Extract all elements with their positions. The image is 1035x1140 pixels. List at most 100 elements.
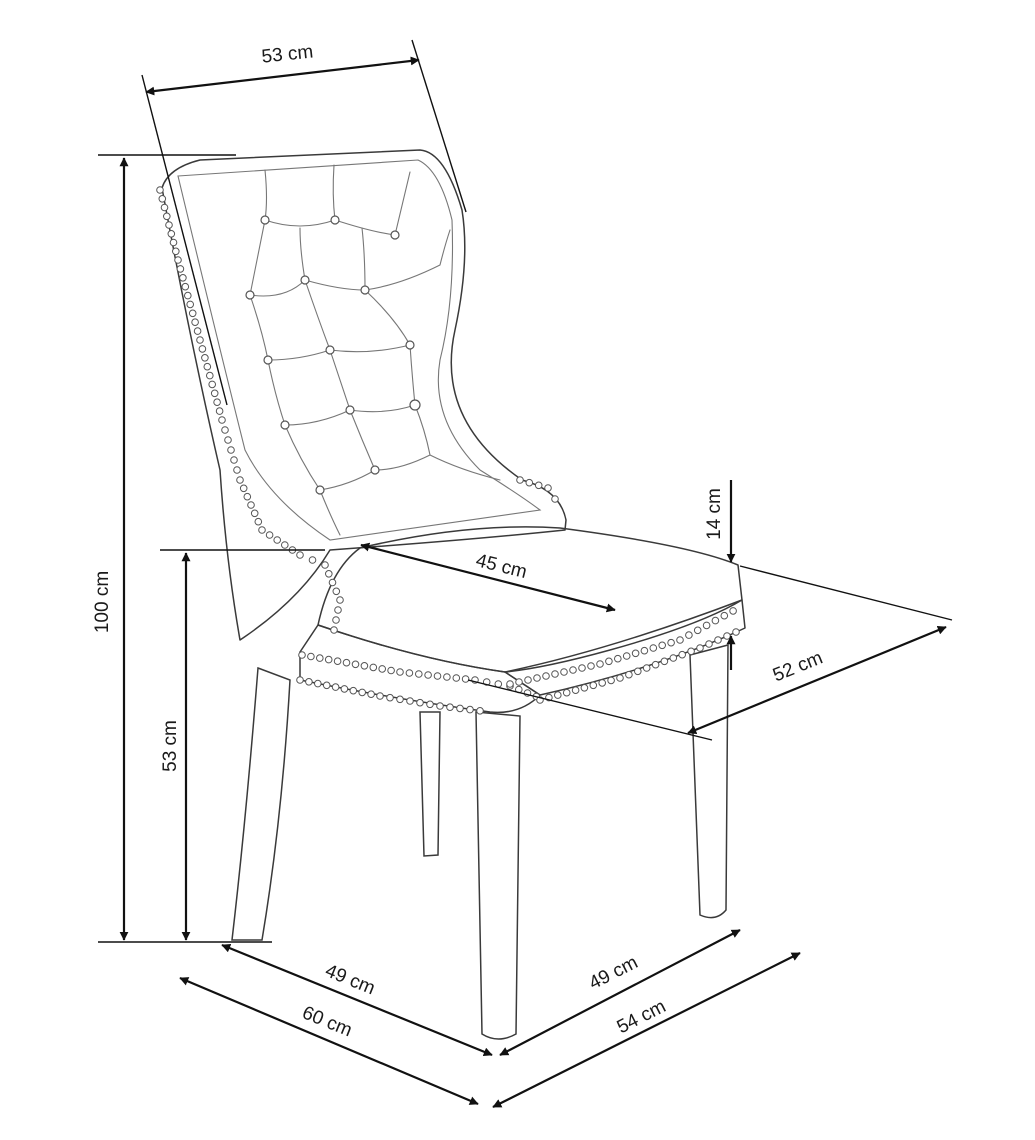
nailhead-stud bbox=[642, 664, 651, 672]
nailhead-stud bbox=[466, 705, 474, 714]
nailhead-stud bbox=[160, 203, 169, 212]
nailhead-stud bbox=[349, 686, 358, 695]
nailhead-stud bbox=[165, 221, 173, 229]
nailhead-stud bbox=[580, 684, 589, 692]
nailhead-stud bbox=[334, 606, 342, 614]
nailhead-stud bbox=[544, 484, 552, 492]
nailhead-stud bbox=[340, 685, 349, 693]
nailhead-stud bbox=[298, 651, 306, 659]
nailhead-stud bbox=[191, 318, 199, 327]
nailhead-stud bbox=[208, 380, 216, 389]
tufting-buttons bbox=[245, 215, 421, 495]
nailhead-stud bbox=[236, 476, 244, 484]
nailhead-stud bbox=[534, 481, 543, 490]
nailhead-stud bbox=[678, 650, 687, 659]
nailhead-stud bbox=[181, 282, 190, 291]
nailhead-stud bbox=[239, 484, 248, 493]
nailhead-stud bbox=[598, 679, 607, 687]
front-right-leg bbox=[475, 711, 521, 1040]
nailhead-stud bbox=[321, 561, 329, 569]
nailhead-stud bbox=[325, 570, 333, 578]
nailhead-stud bbox=[184, 291, 192, 300]
side-depth-inner-label: 49 cm bbox=[586, 952, 642, 994]
seat bbox=[317, 526, 743, 673]
seat-width-label: 45 cm bbox=[474, 550, 529, 583]
nailhead-stud bbox=[622, 652, 631, 660]
nailhead-stud bbox=[172, 247, 180, 256]
chair-illustration bbox=[156, 149, 746, 1040]
nailhead-stud bbox=[176, 265, 185, 273]
nailhead-stud bbox=[156, 186, 164, 194]
nailhead-stud bbox=[307, 652, 315, 661]
nailhead-stud bbox=[551, 495, 559, 503]
nailhead-stud bbox=[516, 476, 524, 484]
nailhead-stud bbox=[596, 660, 604, 668]
nailhead-stud bbox=[196, 336, 204, 344]
nailhead-stud bbox=[331, 683, 340, 691]
nailhead-stud bbox=[376, 692, 384, 700]
nailhead-stud bbox=[224, 436, 232, 444]
seat-depth-dimension bbox=[687, 625, 947, 735]
nailhead-stud bbox=[233, 466, 241, 474]
nailhead-stud bbox=[406, 697, 414, 705]
nailhead-stud bbox=[551, 670, 559, 678]
back-left-leg bbox=[419, 711, 441, 857]
front-left-leg bbox=[231, 666, 291, 941]
nailhead-stud bbox=[324, 655, 333, 664]
nailhead-stud bbox=[562, 688, 571, 697]
nailhead-stud bbox=[589, 681, 598, 690]
nailhead-stud bbox=[273, 536, 282, 544]
nailhead-stud bbox=[188, 309, 197, 318]
nailhead-stud bbox=[332, 616, 340, 624]
nailhead-stud bbox=[386, 693, 394, 702]
nailhead-stud bbox=[351, 660, 360, 669]
nailhead-stud bbox=[616, 674, 624, 682]
nailhead-stud bbox=[571, 686, 580, 695]
nailhead-stud bbox=[614, 654, 622, 663]
nailhead-stud bbox=[227, 446, 235, 454]
backrest-width-dimension bbox=[145, 56, 420, 96]
nailhead-stud bbox=[452, 674, 461, 682]
nailhead-stud bbox=[533, 674, 541, 682]
nailhead-stud bbox=[367, 690, 375, 699]
seat-side-apron bbox=[504, 599, 746, 696]
side-depth-inner-dimension bbox=[499, 929, 741, 1056]
nailhead-stud bbox=[360, 662, 369, 670]
nailhead-stud bbox=[542, 672, 550, 680]
nailhead-stud bbox=[332, 587, 341, 596]
nailhead-stud bbox=[305, 678, 313, 686]
nailhead-stud bbox=[369, 663, 378, 672]
backrest bbox=[161, 149, 567, 641]
nailhead-stud bbox=[198, 345, 207, 353]
nailhead-stud bbox=[174, 256, 182, 264]
nailhead-stud bbox=[186, 300, 194, 309]
nailhead-stud bbox=[506, 680, 514, 688]
nailhead-stud bbox=[243, 492, 252, 501]
nailhead-stud bbox=[265, 531, 274, 539]
nailhead-stud bbox=[658, 641, 667, 650]
nailhead-stud bbox=[221, 426, 229, 434]
nailhead-stud bbox=[415, 670, 423, 678]
nailhead-stud bbox=[631, 649, 640, 658]
nailhead-stud bbox=[210, 389, 219, 398]
nailhead-stud bbox=[396, 695, 404, 704]
front-width-inner-dimension bbox=[221, 943, 493, 1057]
nailhead-stud bbox=[336, 596, 344, 604]
nailhead-stud bbox=[605, 657, 613, 666]
front-width-inner-label: 49 cm bbox=[322, 960, 378, 999]
nailhead-stud bbox=[314, 679, 322, 688]
nailhead-stud bbox=[676, 636, 684, 644]
nailhead-stud bbox=[525, 478, 534, 487]
nailhead-stud bbox=[705, 640, 713, 648]
nailhead-stud bbox=[711, 616, 720, 625]
nailhead-stud bbox=[515, 678, 523, 686]
nailhead-stud bbox=[702, 621, 711, 630]
nailhead-stud bbox=[443, 673, 451, 681]
nailhead-stud bbox=[714, 636, 722, 644]
nailhead-stud bbox=[213, 398, 221, 407]
nailhead-stud bbox=[218, 416, 226, 424]
seat-height-label: 53 cm bbox=[160, 720, 181, 772]
nailhead-stud bbox=[560, 668, 568, 676]
seat-width-dimension bbox=[360, 542, 616, 613]
